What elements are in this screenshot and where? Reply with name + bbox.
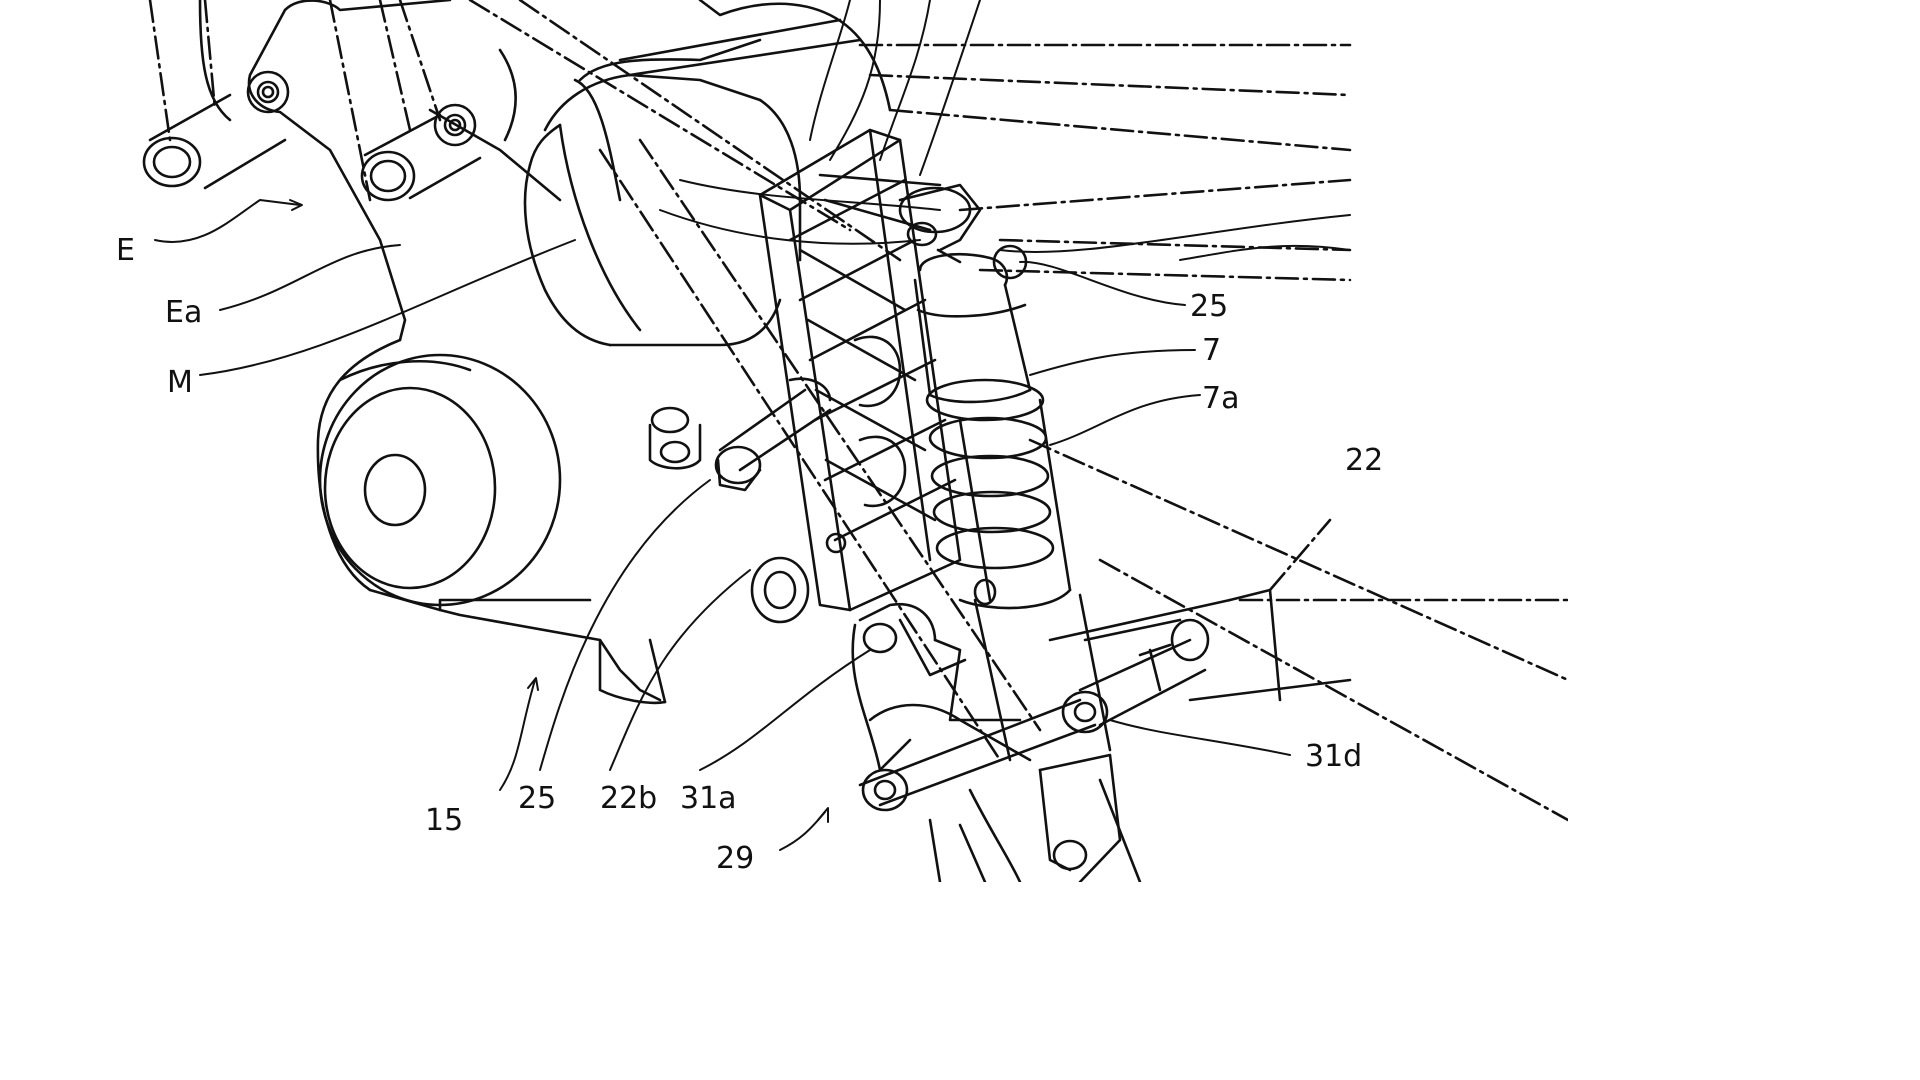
frame-box bbox=[1048, 588, 1352, 702]
label-E: E bbox=[116, 233, 135, 268]
label-Ea: Ea bbox=[165, 295, 202, 330]
suspension-diagram: E Ea M 15 25 22b 31a 29 25 7 7a 22 31d bbox=[116, 0, 1568, 882]
patent-drawing-canvas: E Ea M 15 25 22b 31a 29 25 7 7a 22 31d bbox=[116, 0, 1568, 882]
label-7: 7 bbox=[1202, 333, 1221, 368]
lower-clevis bbox=[928, 753, 1142, 882]
motor-body bbox=[523, 0, 892, 347]
reference-arrows bbox=[289, 199, 829, 823]
label-29: 29 bbox=[716, 841, 754, 876]
ladder-bracket bbox=[758, 128, 962, 612]
engine-housing bbox=[246, 0, 667, 705]
pivot-rod bbox=[858, 618, 1210, 812]
pulley-cover bbox=[318, 353, 562, 607]
frame-pipe-ends bbox=[142, 0, 482, 202]
label-31a: 31a bbox=[680, 781, 737, 816]
label-25-right: 25 bbox=[1190, 289, 1228, 324]
shock-absorber bbox=[913, 252, 1112, 762]
label-7a: 7a bbox=[1202, 381, 1239, 416]
mount-bolts bbox=[648, 377, 832, 624]
label-15: 15 bbox=[425, 803, 463, 838]
label-M: M bbox=[167, 365, 193, 400]
label-31d: 31d bbox=[1305, 739, 1362, 774]
label-22b: 22b bbox=[600, 781, 657, 816]
label-25-bottom: 25 bbox=[518, 781, 556, 816]
label-22: 22 bbox=[1345, 443, 1383, 478]
link-arm bbox=[851, 602, 1032, 772]
leader-lines bbox=[154, 0, 1351, 851]
reference-labels: E Ea M 15 25 22b 31a 29 25 7 7a 22 31d bbox=[116, 233, 1383, 876]
